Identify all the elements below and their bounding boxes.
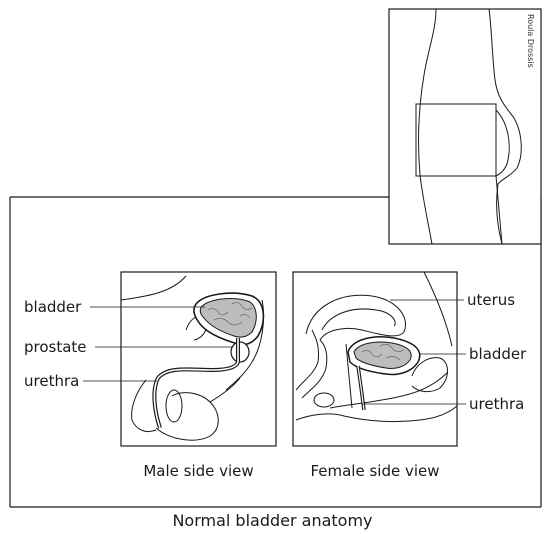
- female-urethra-label: urethra: [469, 395, 524, 413]
- female-caption: Female side view: [290, 462, 460, 480]
- female-bladder-label: bladder: [469, 345, 526, 363]
- female-uterus-label: uterus: [467, 291, 515, 309]
- body-silhouette-inset: [389, 9, 541, 244]
- figure-title: Normal bladder anatomy: [0, 511, 545, 531]
- male-bladder-label: bladder: [24, 298, 81, 316]
- male-prostate-label: prostate: [24, 338, 87, 356]
- male-urethra-label: urethra: [24, 372, 79, 390]
- female-panel: [293, 272, 457, 446]
- male-caption: Male side view: [121, 462, 276, 480]
- male-panel: [121, 272, 276, 446]
- artist-credit: Roula Drossis: [526, 14, 535, 68]
